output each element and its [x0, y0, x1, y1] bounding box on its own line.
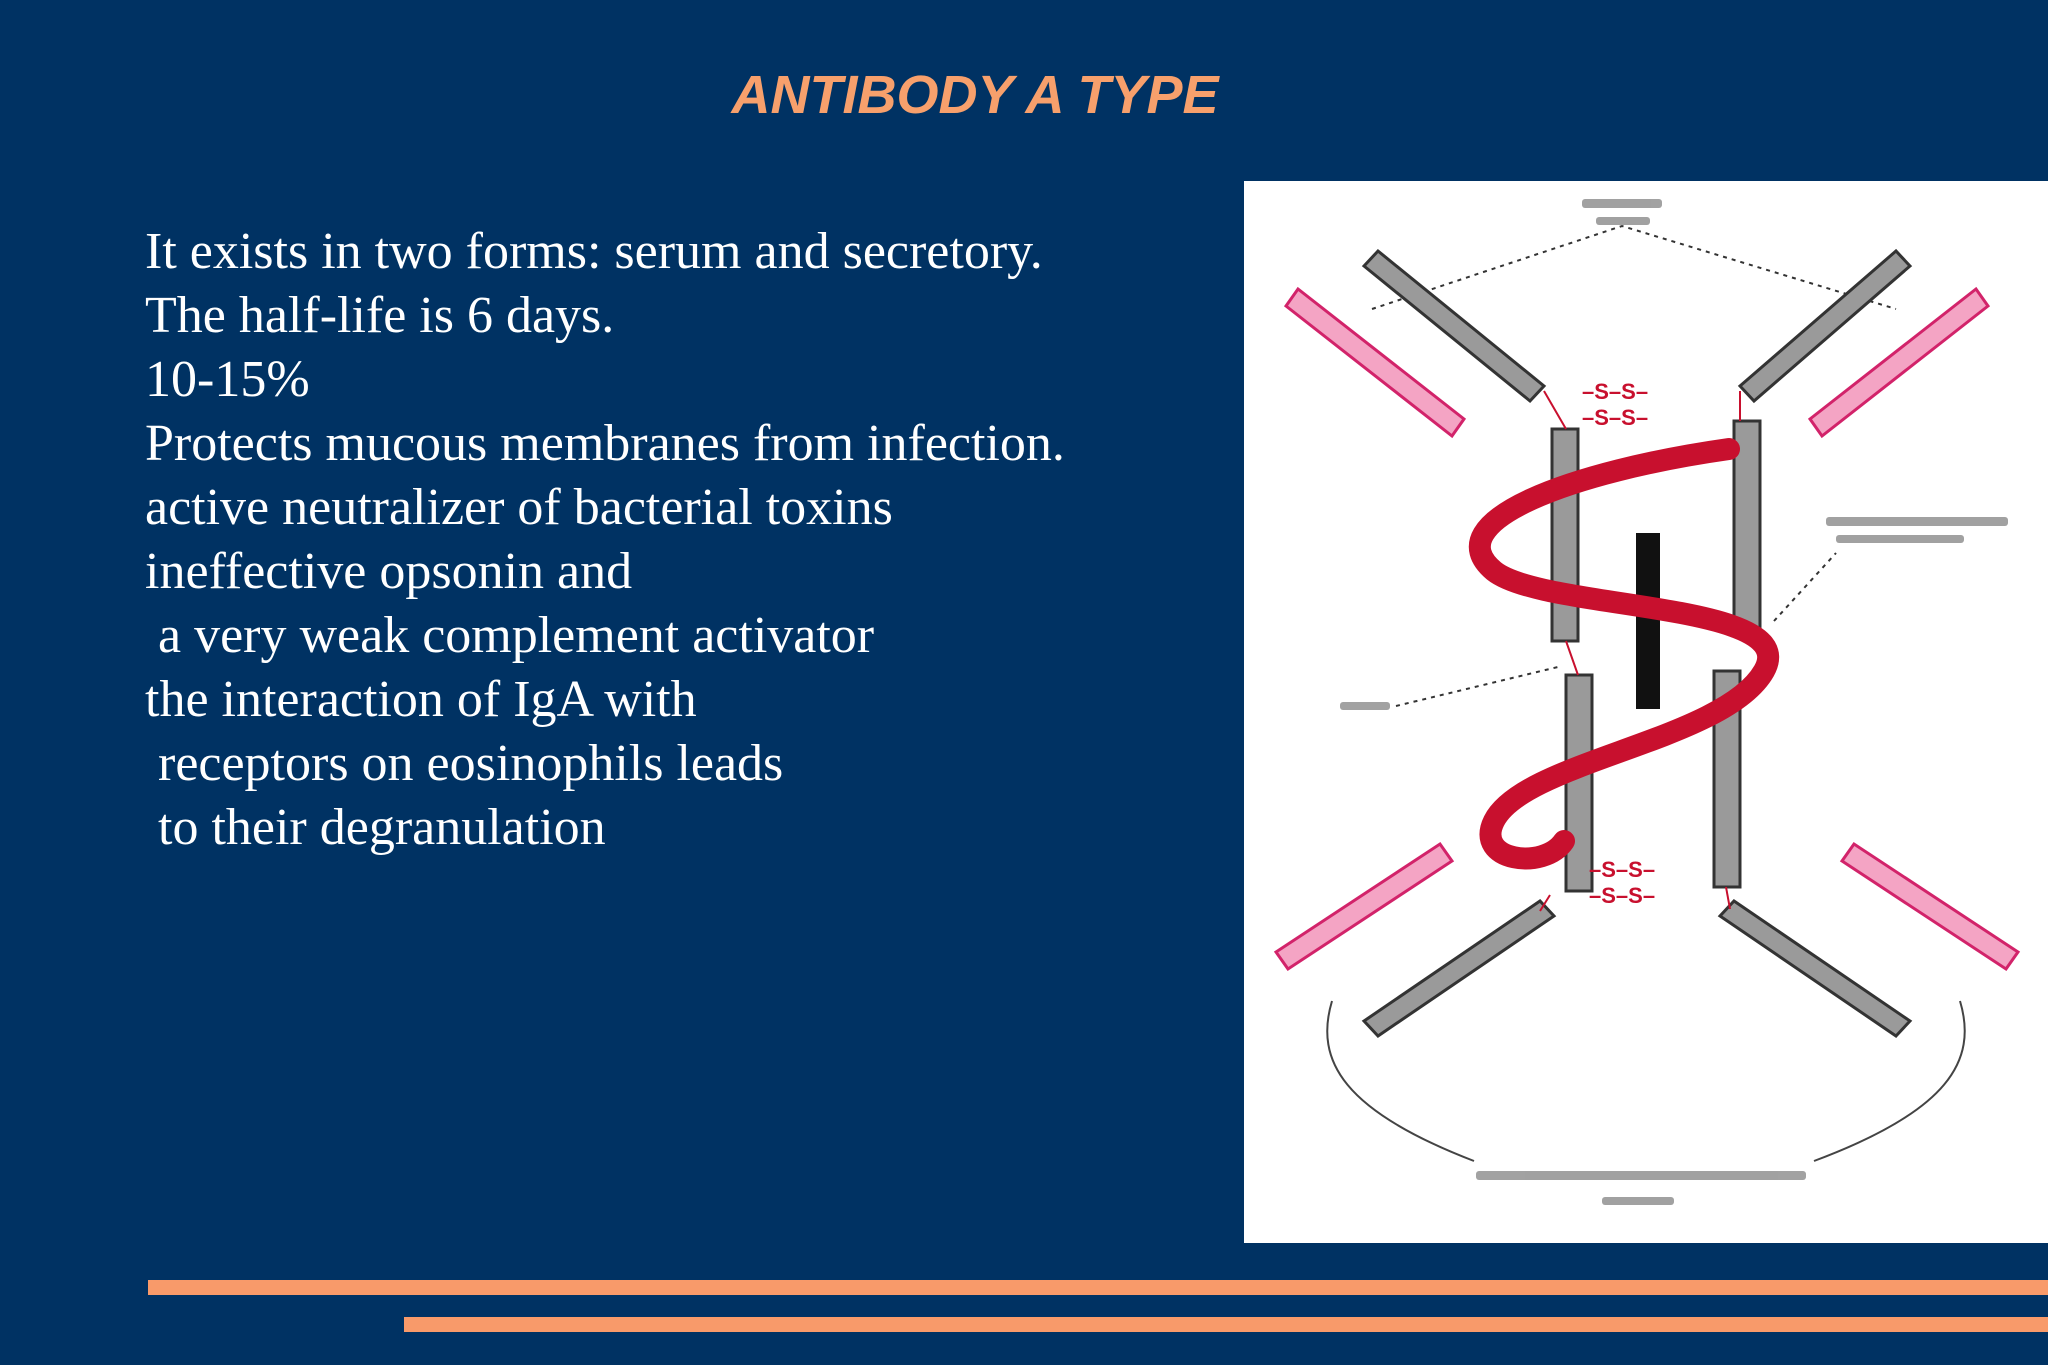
bullet-line: Protects mucous membranes from infection… — [145, 415, 1065, 472]
secretory-component-icon — [1468, 438, 1779, 870]
svg-text:–S–S–: –S–S– — [1589, 883, 1655, 908]
slide-title: ANTIBODY A TYPE — [731, 65, 1219, 125]
j-chain-icon — [1636, 533, 1660, 709]
bullet-line: receptors on eosinophils leads — [145, 735, 784, 792]
bullet-line: the interaction of IgA with — [145, 671, 697, 728]
svg-text:–S–S–: –S–S– — [1589, 857, 1655, 882]
bullet-line: The half-life is 6 days. — [145, 287, 615, 344]
iga-diagram: –S–S– –S–S– –S–S– –S–S– — [1244, 181, 2048, 1243]
bullet-line: to their degranulation — [145, 799, 606, 856]
bullet-list: It exists in two forms: serum and secret… — [145, 220, 1205, 860]
svg-text:–S–S–: –S–S– — [1582, 405, 1648, 430]
accent-bar-top — [148, 1280, 2048, 1295]
bullet-line: 10-15% — [145, 351, 310, 408]
iga-dimer-diagram-icon: –S–S– –S–S– –S–S– –S–S– — [1273, 199, 2021, 1205]
bullet-line: ineffective opsonin and — [145, 543, 633, 600]
bullet-line: a very weak complement activator — [145, 607, 875, 664]
accent-bar-bottom — [404, 1317, 2048, 1332]
bullet-line: It exists in two forms: serum and secret… — [145, 223, 1043, 280]
bullet-line: active neutralizer of bacterial toxins — [145, 479, 893, 536]
svg-text:–S–S–: –S–S– — [1582, 379, 1648, 404]
